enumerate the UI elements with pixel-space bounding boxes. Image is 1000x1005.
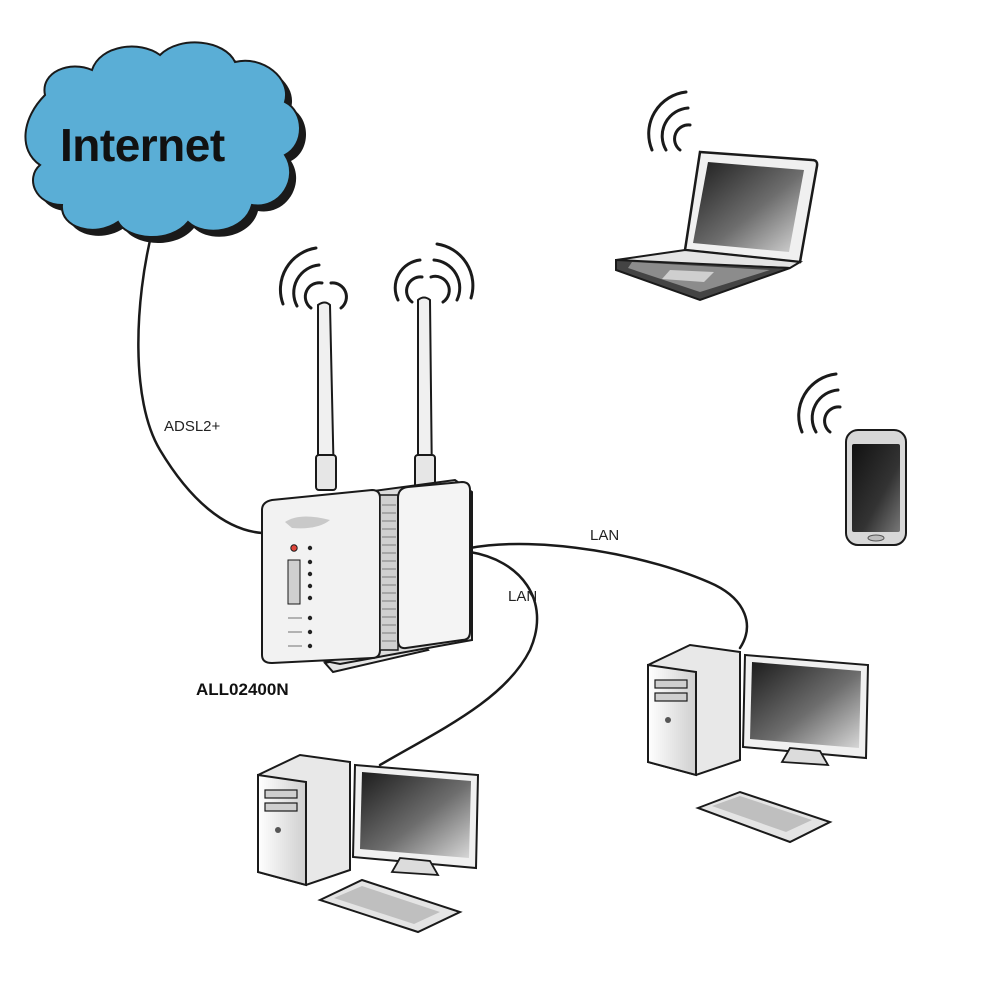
antenna-right xyxy=(414,296,436,491)
router-front-left xyxy=(261,488,381,665)
cables xyxy=(137,230,749,767)
desktop-computer-left xyxy=(257,753,480,934)
lan-cable-right xyxy=(468,542,749,650)
router-leds xyxy=(287,544,313,649)
lan-cable-left xyxy=(378,550,539,767)
laptop xyxy=(615,150,819,302)
desktop-computer-right xyxy=(647,643,870,844)
adsl-connection-label: ADSL2+ xyxy=(164,418,221,435)
antenna-left xyxy=(315,301,337,491)
router xyxy=(261,296,473,674)
router-model-label: ALL02400N xyxy=(196,680,289,699)
internet-cloud xyxy=(24,41,306,244)
smartphone xyxy=(845,429,907,546)
adsl-cable xyxy=(137,230,264,535)
lan-connection-label-left: LAN xyxy=(508,588,538,605)
router-front-right xyxy=(397,480,471,650)
wifi-waves-icon xyxy=(278,90,842,434)
internet-label: Internet xyxy=(60,119,225,171)
lan-connection-label-right: LAN xyxy=(590,527,620,544)
